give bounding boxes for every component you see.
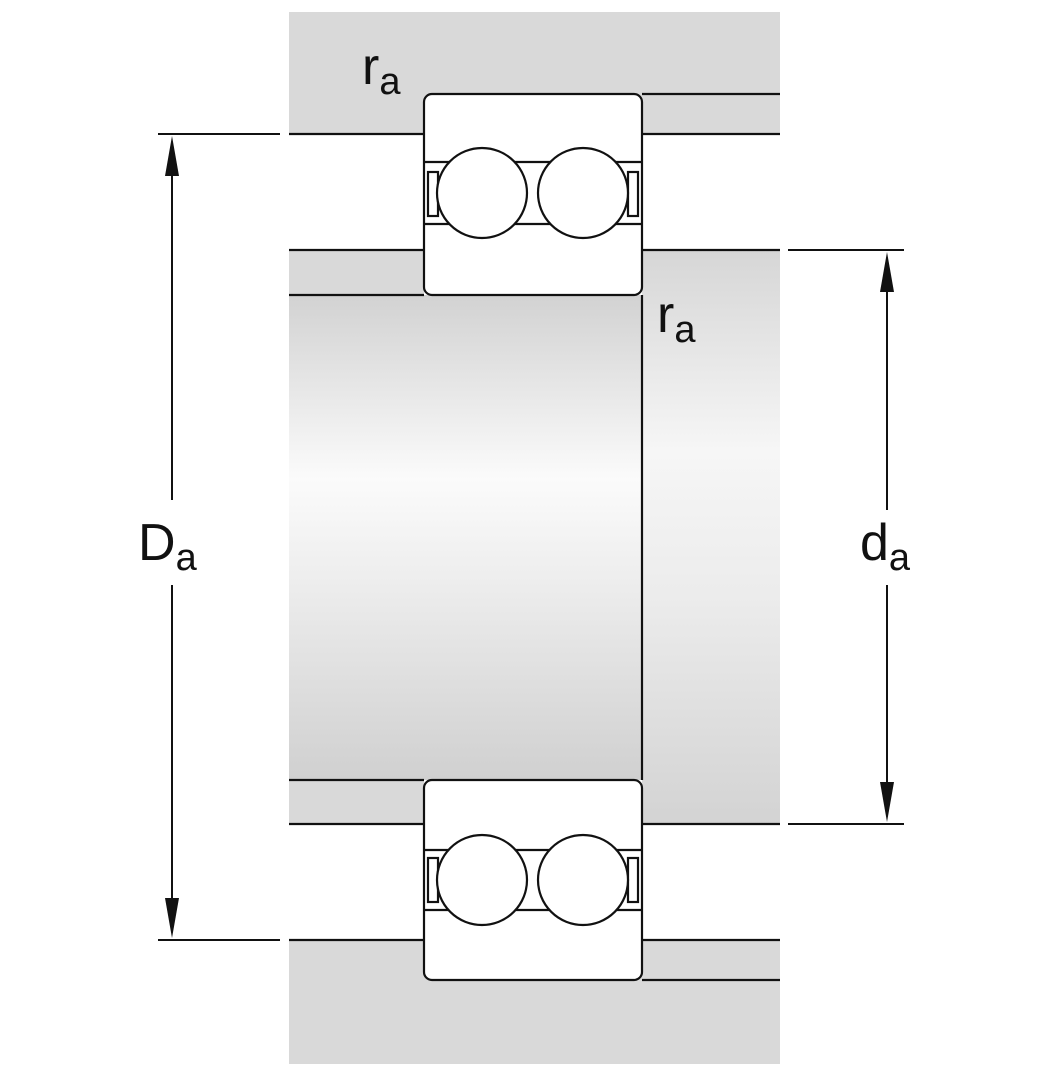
dimension-Da bbox=[158, 133, 280, 941]
ball bbox=[435, 146, 529, 240]
dimension-da bbox=[788, 249, 904, 825]
shaft-shoulder-upper bbox=[289, 250, 424, 295]
bearing-upper bbox=[422, 92, 644, 297]
label-da: da bbox=[860, 514, 911, 579]
shaft-body bbox=[289, 295, 642, 780]
bearing-lower bbox=[422, 778, 644, 982]
label-ra-mid: ra bbox=[657, 286, 696, 351]
label-ra-top: ra bbox=[362, 38, 401, 103]
outline-lines bbox=[289, 92, 780, 982]
ball bbox=[536, 146, 630, 240]
ball bbox=[435, 833, 529, 927]
ball bbox=[536, 833, 630, 927]
shaft-shoulder-right bbox=[642, 250, 780, 824]
label-Da: Da bbox=[138, 514, 198, 579]
shaft-shoulder-lower bbox=[289, 780, 424, 824]
